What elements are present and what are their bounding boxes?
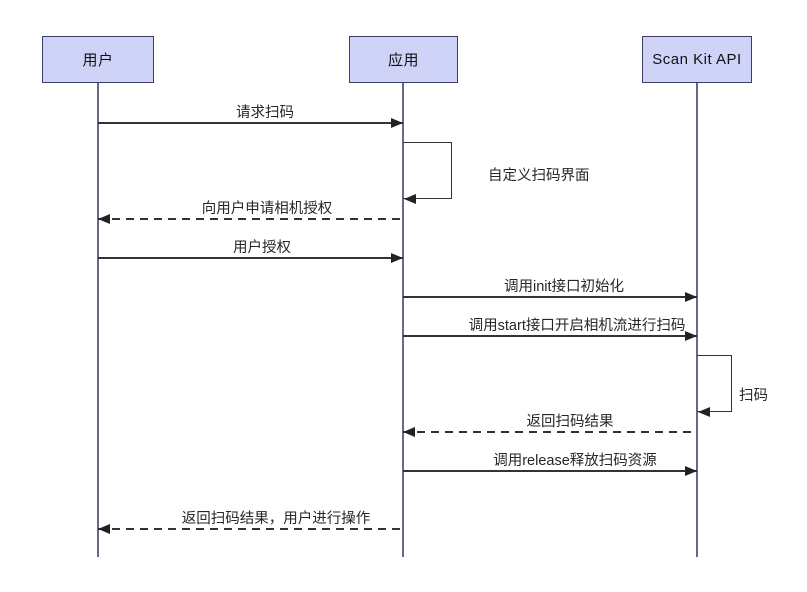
message-line: [98, 257, 403, 259]
message-label: 请求扫码: [236, 105, 294, 121]
self-message-arrowhead: [698, 407, 710, 417]
message-line: [98, 528, 403, 530]
message-label: 调用init接口初始化: [503, 279, 625, 295]
message-arrowhead: [98, 524, 110, 534]
message-label: 调用release释放扫码资源: [493, 453, 657, 469]
actor-app: 应用: [349, 36, 458, 83]
self-message-label: 自定义扫码界面: [488, 168, 590, 184]
actor-label-scankit: Scan Kit API: [652, 51, 742, 68]
message-line: [98, 122, 403, 124]
message-line: [403, 296, 697, 298]
self-message-loop: [403, 142, 452, 199]
self-message-label: 扫码: [739, 388, 768, 404]
message-label: 向用户申请相机授权: [201, 201, 333, 217]
message-label: 用户授权: [233, 240, 291, 256]
message-arrowhead: [403, 427, 415, 437]
message-label: 返回扫码结果，用户进行操作: [181, 511, 371, 527]
self-message-arrowhead: [404, 194, 416, 204]
lifeline-user: [97, 83, 99, 557]
message-arrowhead: [685, 466, 697, 476]
actor-label-app: 应用: [387, 52, 419, 69]
actor-scankit: Scan Kit API: [642, 36, 752, 83]
message-arrowhead: [685, 292, 697, 302]
message-label: 返回扫码结果: [526, 414, 614, 430]
message-label: 调用start接口开启相机流进行扫码: [468, 318, 686, 334]
message-arrowhead: [98, 214, 110, 224]
lifeline-scankit: [696, 83, 698, 557]
message-line: [98, 218, 403, 220]
message-line: [403, 335, 697, 337]
message-arrowhead: [391, 253, 403, 263]
actor-user: 用户: [42, 36, 154, 83]
message-arrowhead: [391, 118, 403, 128]
message-line: [403, 470, 697, 472]
actor-label-user: 用户: [82, 52, 114, 69]
lifeline-app: [402, 83, 404, 557]
self-message-loop: [697, 355, 732, 412]
message-line: [403, 431, 697, 433]
message-arrowhead: [685, 331, 697, 341]
